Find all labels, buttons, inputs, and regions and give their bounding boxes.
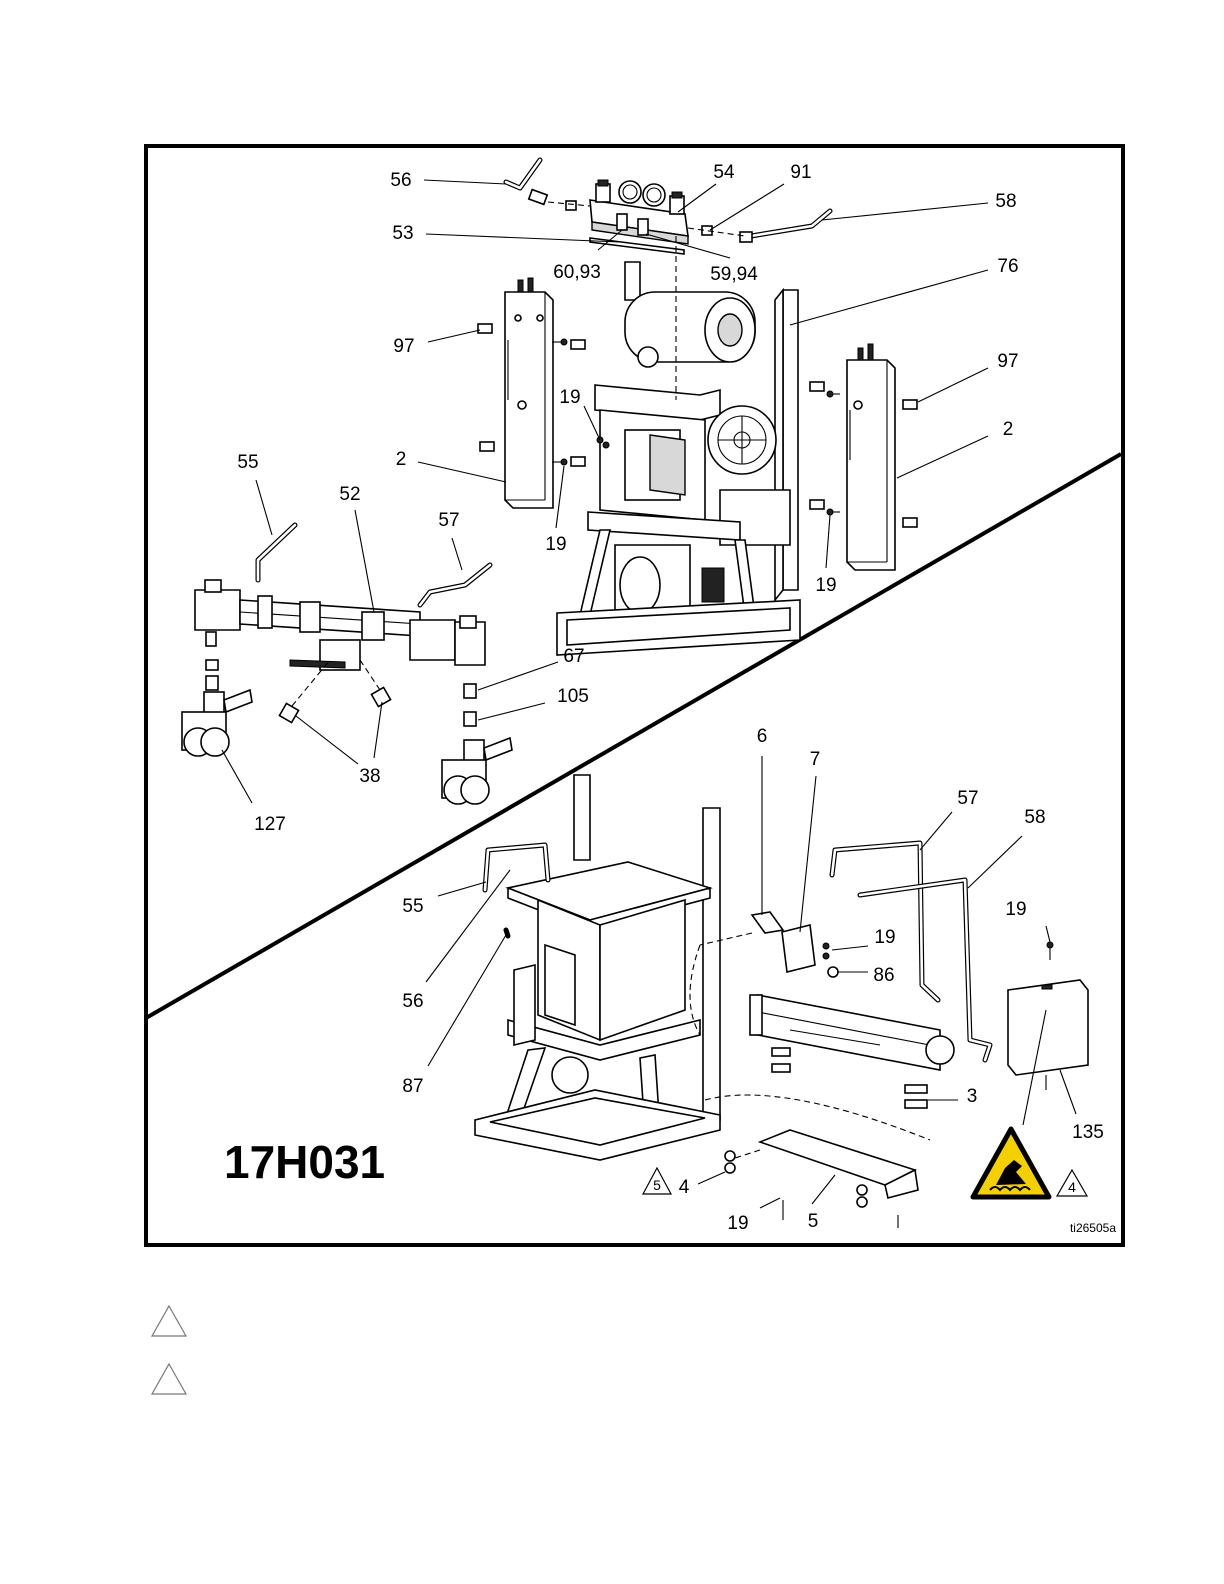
heater-assembly [750, 995, 954, 1070]
callout: 55 [402, 896, 423, 917]
model-number: 17H031 [224, 1136, 385, 1188]
callout: 56 [402, 991, 423, 1012]
callout: 2 [396, 449, 407, 470]
left-tank [505, 278, 553, 508]
gauge-manifold [590, 180, 688, 244]
callout: 2 [1003, 419, 1014, 440]
ball-valve-right [442, 738, 512, 804]
callout: 56 [390, 170, 411, 191]
note-marker [152, 1364, 186, 1394]
right-tank [847, 344, 895, 570]
callout: 127 [254, 814, 286, 835]
hot-surface-warning-icon [973, 1129, 1049, 1197]
figure-id: ti26505a [1070, 1221, 1116, 1235]
note-marker [152, 1306, 186, 1336]
callout: 59,94 [710, 264, 758, 285]
motor-frame [557, 262, 800, 655]
ball-valve-left [182, 690, 252, 756]
top-assembly [182, 160, 917, 804]
note-ref-4: 4 [1068, 1179, 1076, 1195]
callout: 52 [339, 484, 360, 505]
callout: 57 [957, 788, 978, 809]
callout: 135 [1072, 1122, 1104, 1143]
callout: 57 [438, 510, 459, 531]
callout: 97 [393, 336, 414, 357]
callout: 53 [392, 223, 413, 244]
callout: 19 [727, 1213, 748, 1234]
notes-list [152, 1306, 186, 1394]
callout: 4 [679, 1177, 690, 1198]
callout: 87 [402, 1076, 423, 1097]
callout: 105 [557, 686, 589, 707]
callout: 3 [967, 1086, 978, 1107]
callout: 76 [997, 256, 1018, 277]
callout: 58 [995, 191, 1016, 212]
callout: 97 [997, 351, 1018, 372]
callout: 67 [563, 646, 584, 667]
callout: 55 [237, 452, 258, 473]
callout: 60,93 [553, 262, 601, 283]
callout: 19 [1005, 899, 1026, 920]
callout: 54 [713, 162, 735, 183]
callout: 5 [808, 1211, 819, 1232]
callout: 19 [545, 534, 566, 555]
callout: 38 [359, 766, 380, 787]
heater-cover [1008, 942, 1088, 1090]
callout: 86 [873, 965, 894, 986]
callout: 91 [790, 162, 811, 183]
callout: 19 [559, 387, 580, 408]
callout: 19 [874, 927, 895, 948]
callout: 19 [815, 575, 836, 596]
callout: 6 [757, 726, 768, 747]
callout: 58 [1024, 807, 1045, 828]
callout: 7 [810, 749, 821, 770]
note-ref-5: 5 [653, 1177, 661, 1193]
